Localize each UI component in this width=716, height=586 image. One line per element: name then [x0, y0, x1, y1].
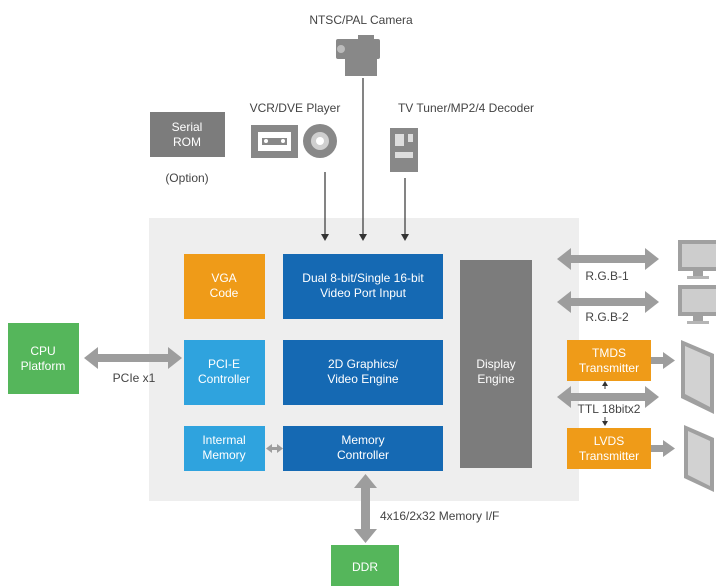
graphics-line1: 2D Graphics/: [328, 357, 399, 371]
ttl-small-arrows: [602, 381, 608, 426]
graphics-line2: Video Engine: [327, 372, 399, 386]
lvds-line1: LVDS: [594, 434, 624, 448]
rgb1-arrow: [557, 248, 659, 270]
tmds-line1: TMDS: [592, 346, 626, 360]
vga-line1: VGA: [211, 271, 236, 285]
cpu-line1: CPU: [30, 344, 55, 358]
flat-panel-icon: [681, 340, 714, 414]
ttl-arrow: [557, 386, 659, 408]
memory-controller-line1: Memory: [341, 433, 384, 447]
tmds-line2: Transmitter: [579, 361, 639, 375]
lvds-line2: Transmitter: [579, 449, 639, 463]
memory-if-arrow: [354, 474, 377, 543]
camera-icon: [336, 35, 380, 76]
internal-memory-line2: Memory: [202, 448, 245, 462]
serial-rom-option: (Option): [165, 171, 208, 185]
cpu-line2: Platform: [21, 359, 66, 373]
panel-arrows: [651, 352, 675, 457]
memory-if-label: 4x16/2x32 Memory I/F: [380, 509, 499, 523]
vcr-label: VCR/DVE Player: [250, 101, 341, 115]
internal-memory-arrow: [266, 444, 283, 453]
internal-memory-block: [184, 426, 265, 471]
video-port-block: [283, 254, 443, 319]
lvds-block: [567, 428, 651, 469]
display-engine-block: [460, 260, 532, 468]
ddr-label: DDR: [352, 560, 378, 574]
rgb2-label: R.G.B-2: [585, 310, 629, 324]
pcie-link-label: PCIe x1: [113, 371, 156, 385]
cpu-platform-block: [8, 323, 79, 394]
graphics-engine-block: [283, 340, 443, 405]
source-arrows: [321, 78, 409, 241]
video-port-line1: Dual 8-bit/Single 16-bit: [302, 271, 424, 285]
serial-rom-line1: Serial: [172, 120, 203, 134]
tuner-icon: [390, 128, 418, 172]
video-port-line2: Video Port Input: [320, 286, 407, 300]
cassette-icon: [251, 125, 298, 158]
rgb2-arrow: [557, 291, 659, 313]
internal-memory-line1: Intermal: [202, 433, 245, 447]
vga-block: [184, 254, 265, 319]
memory-controller-line2: Controller: [337, 448, 389, 462]
memory-controller-block: [283, 426, 443, 471]
ddr-block: [331, 545, 399, 586]
flat-panel-icon: [684, 425, 714, 492]
pcie-link-arrow: [84, 347, 182, 369]
tmds-block: [567, 340, 651, 381]
pcie-line1: PCI-E: [208, 357, 240, 371]
monitor-icon: [678, 285, 716, 324]
disc-icon: [303, 124, 337, 158]
tuner-label: TV Tuner/MP2/4 Decoder: [398, 101, 534, 115]
vga-line2: Code: [210, 286, 239, 300]
ttl-label: TTL 18bitx2: [578, 402, 641, 416]
pcie-line2: Controller: [198, 372, 250, 386]
rgb1-label: R.G.B-1: [585, 269, 629, 283]
display-engine-line1: Display: [476, 357, 515, 371]
pcie-controller-block: [184, 340, 265, 405]
display-engine-line2: Engine: [477, 372, 515, 386]
monitor-icon: [678, 240, 716, 279]
camera-label: NTSC/PAL Camera: [309, 13, 413, 27]
serial-rom-block: [150, 112, 225, 157]
serial-rom-line2: ROM: [173, 135, 201, 149]
